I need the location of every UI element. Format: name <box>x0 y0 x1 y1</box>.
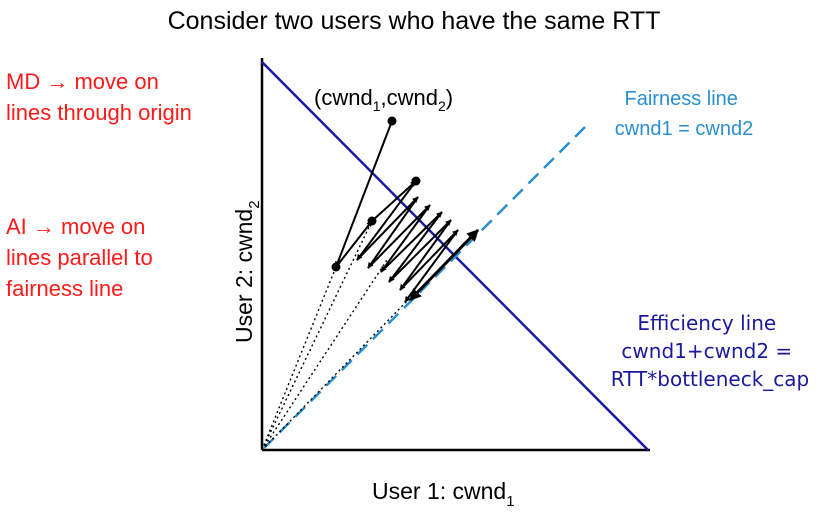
md-note: MD → move on lines through origin <box>6 69 192 125</box>
x-axis-label-sub: 1 <box>506 493 514 510</box>
fairness-note-line-1: Fairness line <box>625 88 738 110</box>
fairness-line <box>263 121 591 449</box>
efficiency-note: Efficiency line cwnd1+cwnd2 = RTT*bottle… <box>611 311 810 391</box>
ai-note-line-3: fairness line <box>6 276 123 301</box>
y-axis-label: User 2: cwnd2 <box>231 200 263 343</box>
ai-note-line-2: lines parallel to <box>6 245 153 270</box>
point-3 <box>367 216 377 226</box>
point-2 <box>331 262 341 272</box>
start-point <box>387 116 397 126</box>
efficiency-note-line-2: cwnd1+cwnd2 = <box>621 339 792 363</box>
ai-note-line-1: AI → move on <box>6 214 145 239</box>
md-note-line-1: MD → move on <box>6 69 159 94</box>
ai-note: AI → move on lines parallel to fairness … <box>6 214 159 301</box>
efficiency-note-line-1: Efficiency line <box>637 311 776 335</box>
fairness-note: Fairness line cwnd1 = cwnd2 <box>615 88 753 140</box>
convergence-arrow <box>408 228 480 302</box>
md-origin-lines <box>261 220 409 451</box>
fairness-note-line-2: cwnd1 = cwnd2 <box>615 118 753 140</box>
point-label: (cwnd1,cwnd2) <box>314 85 453 114</box>
md-note-line-2: lines through origin <box>6 100 192 125</box>
ai-step-arrow <box>335 220 373 268</box>
aimd-trajectory <box>335 120 459 303</box>
point-4 <box>411 176 421 186</box>
operating-points <box>331 116 421 272</box>
point-label-sub2: 2 <box>438 98 446 114</box>
md-step-arrow <box>335 120 393 268</box>
efficiency-note-line-3: RTT*bottleneck_cap <box>611 367 810 391</box>
point-label-sub1: 1 <box>373 98 381 114</box>
y-axis-label-sub: 2 <box>246 200 263 208</box>
x-axis-label: User 1: cwnd1 <box>372 478 515 510</box>
diagram-title: Consider two users who have the same RTT <box>168 7 661 35</box>
